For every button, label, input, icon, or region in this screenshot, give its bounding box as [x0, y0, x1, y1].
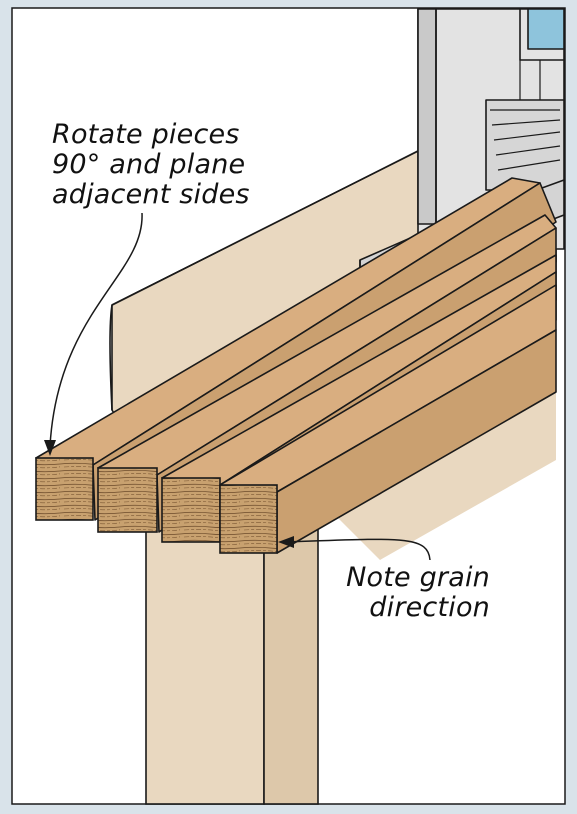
callout-grain-line-2: direction	[369, 592, 490, 623]
arrowheads	[44, 440, 294, 548]
board-3-end-grain	[161, 477, 221, 543]
leader-lines	[49, 212, 431, 561]
callout-rotate-line-1: Rotate pieces	[52, 119, 240, 150]
callout-note-grain: Note grain direction	[318, 563, 490, 623]
board-2-end-grain	[97, 467, 158, 533]
rotate-arrowhead	[44, 440, 56, 456]
end-grain-faces	[35, 457, 278, 554]
rotate-leader	[49, 212, 143, 447]
board-1-end-grain	[35, 457, 94, 521]
boards	[35, 177, 557, 554]
grain-leader	[284, 538, 431, 561]
callout-rotate-line-2: 90° and plane	[52, 149, 246, 180]
callout-grain-line-1: Note grain	[346, 562, 490, 593]
callout-rotate-pieces: Rotate pieces 90° and plane adjacent sid…	[52, 120, 250, 210]
callout-rotate-line-3: adjacent sides	[52, 179, 250, 210]
grain-arrowhead	[278, 536, 294, 548]
board-4-end-grain	[219, 484, 278, 554]
